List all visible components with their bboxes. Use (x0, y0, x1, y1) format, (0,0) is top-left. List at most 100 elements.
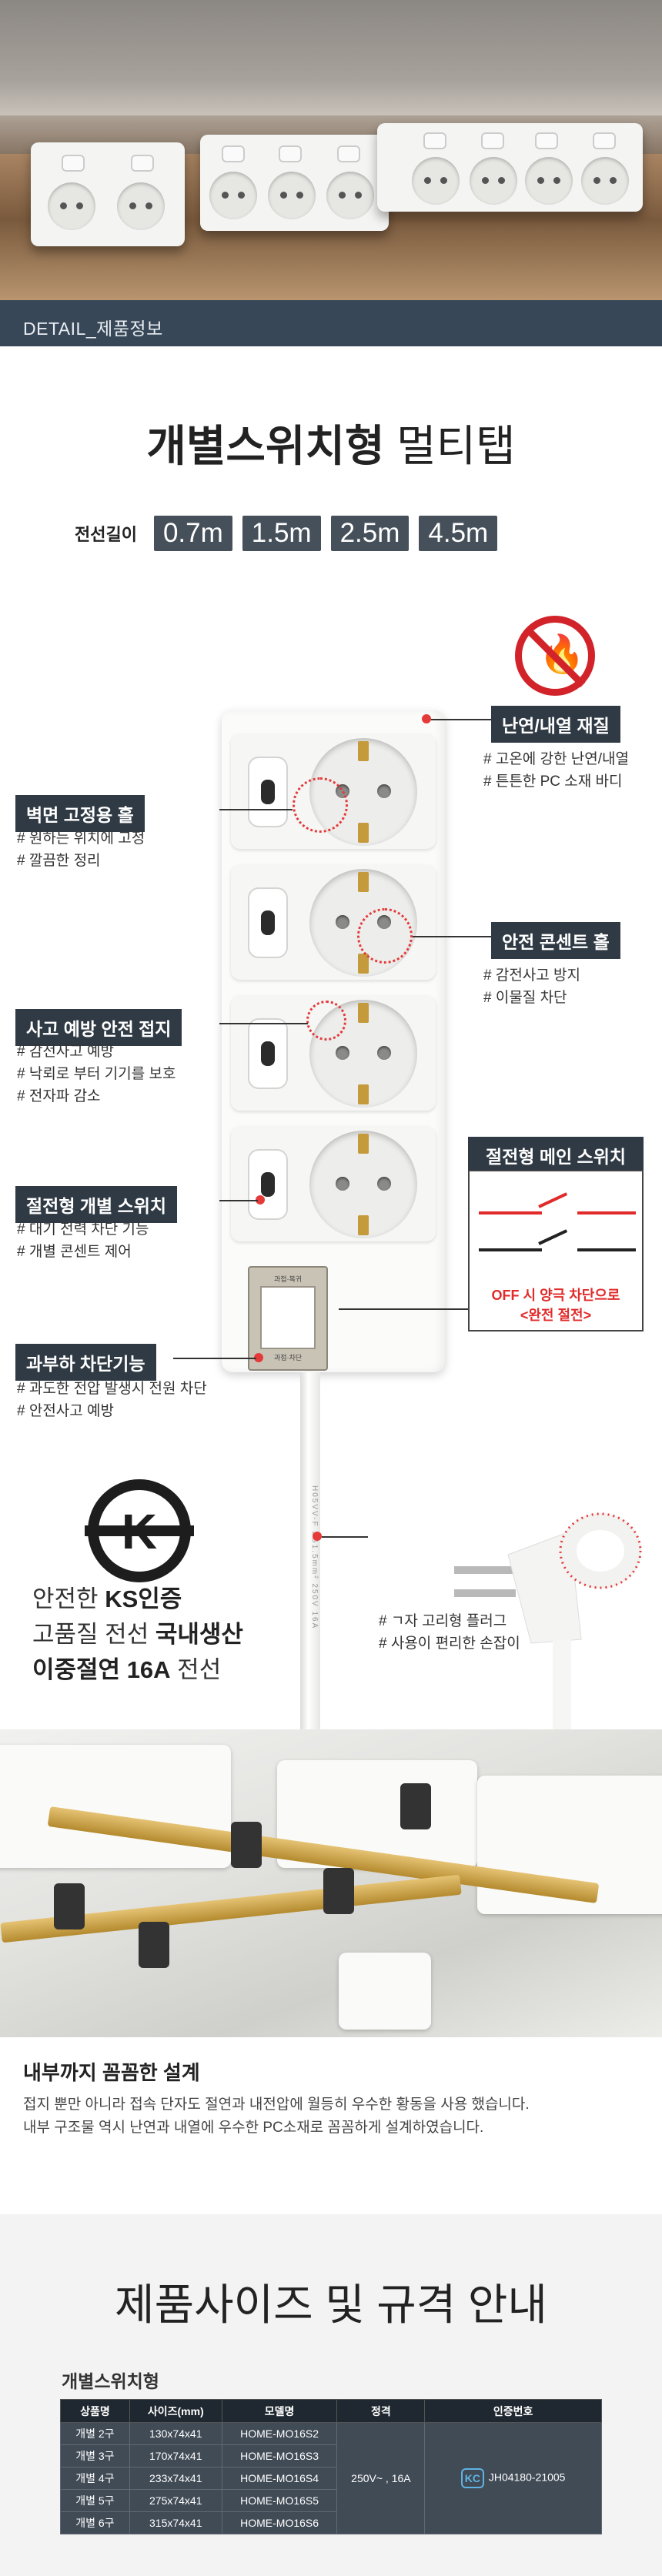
table-cell: 170x74x41 (129, 2444, 222, 2467)
main-switch-label-top: 과접·복귀 (273, 1275, 303, 1283)
product-title-normal: 멀티탭 (396, 422, 516, 470)
main-switch-label-bottom: 과접·차단 (273, 1354, 303, 1362)
table-cell: HOME-MO16S6 (221, 2511, 338, 2534)
socket (309, 1131, 417, 1238)
table-row: 개별 2구 130x74x41 HOME-MO16S2 250V~ , 16A … (60, 2422, 602, 2534)
table-cell: 개별 5구 (60, 2489, 130, 2512)
table-cell: 233x74x41 (129, 2467, 222, 2490)
table-row: 개별 6구 315x74x41 HOME-MO16S6 (60, 2511, 602, 2534)
product-title: 개별스위치형 멀티탭 (0, 412, 662, 474)
callout-dot (256, 1195, 265, 1204)
table-header: 인증번호 (424, 2399, 602, 2423)
feature-title-flame: 난연/내열 재질 (491, 706, 620, 743)
table-row: 개별 4구 233x74x41 HOME-MO16S4 (60, 2467, 602, 2490)
cert-number: JH04180-21005 (488, 2471, 566, 2484)
table-cell: HOME-MO16S2 (221, 2422, 338, 2445)
no-fire-icon: 🔥 (515, 616, 595, 696)
detail-bar-label: DETAIL_제품정보 (23, 319, 163, 339)
hero-product-photo (0, 0, 662, 300)
cord-length-chip: 0.7m (153, 516, 232, 551)
hero-tap-2 (31, 142, 185, 246)
rating-cell: 250V~ , 16A (336, 2422, 426, 2534)
feature-bullets-safety-ground: # 감전사고 예방 # 낙뢰로 부터 기기를 보호 # 전자파 감소 (17, 1044, 176, 1104)
callout-line (219, 1023, 308, 1024)
individual-switch (248, 757, 288, 827)
callout-line (322, 1536, 368, 1538)
power-cord (300, 1372, 320, 1742)
table-header-row: 상품명 사이즈(mm) 모델명 정격 인증번호 (60, 2399, 602, 2423)
feature-bullets-flame: # 고온에 강한 난연/내열 # 튼튼한 PC 소재 바디 (483, 751, 630, 790)
ks-description: 안전한 KS인증 고품질 전선 국내생산 이중절연 16A 전선 (32, 1585, 243, 1683)
callout-line (413, 936, 491, 937)
individual-switch (248, 887, 288, 958)
individual-switch (248, 1149, 288, 1220)
table-cell: 개별 3구 (60, 2444, 130, 2467)
callout-ring (357, 908, 413, 964)
main-switch-diagram: OFF 시 양극 차단으로 <완전 절전> (468, 1170, 644, 1331)
ks-mark-letter: K (122, 1504, 157, 1559)
cert-cell: KC JH04180-21005 (424, 2422, 602, 2534)
table-header: 정격 (336, 2399, 426, 2423)
kc-mark-icon: KC (460, 2468, 484, 2488)
spec-table: 상품명 사이즈(mm) 모델명 정격 인증번호 개별 2구 130x74x41 … (60, 2399, 602, 2534)
callout-line (431, 719, 491, 720)
feature-title-individual-switch: 절전형 개별 스위치 (15, 1186, 178, 1223)
table-header: 상품명 (60, 2399, 130, 2423)
callout-line (219, 1200, 258, 1201)
cord-print: H05VV-F 3G1.5mm² 250V 16A (310, 1485, 319, 1630)
table-cell: 275x74x41 (129, 2489, 222, 2512)
sofa-background (0, 0, 662, 115)
main-switch: 과접·복귀 과접·차단 (248, 1266, 328, 1371)
table-header: 사이즈(mm) (129, 2399, 222, 2423)
internal-description: 접지 뿐만 아니라 접속 단자도 절연과 내전압에 월등히 우수한 황동을 사용… (23, 2097, 530, 2136)
table-cell: 개별 2구 (60, 2422, 130, 2445)
table-cell: 개별 4구 (60, 2467, 130, 2490)
outlet-unit (231, 733, 436, 849)
cord-length-chip: 2.5m (330, 516, 410, 551)
table-cell: HOME-MO16S5 (221, 2489, 338, 2512)
table-cell: HOME-MO16S4 (221, 2467, 338, 2490)
internal-structure-photo (0, 1729, 662, 2037)
cord-length-chip: 1.5m (242, 516, 321, 551)
ks-mark-icon: K (85, 1479, 194, 1582)
hero-tap-4 (377, 123, 643, 212)
internal-title: 내부까지 꼼꼼한 설계 (23, 2061, 200, 2084)
spec-title: 제품사이즈 및 규격 안내 (115, 2280, 547, 2329)
callout-line (219, 809, 293, 810)
outlet-unit (231, 1126, 436, 1241)
callout-dot (254, 1353, 263, 1362)
feature-title-wall-hole: 벽면 고정용 홀 (15, 795, 145, 832)
callout-ring (293, 777, 348, 833)
cord-length-options: 전선길이 0.7m 1.5m 2.5m 4.5m (75, 516, 507, 551)
feature-bullets-safety-outlet: # 감전사고 방지 # 이물질 차단 (483, 967, 581, 1006)
cord-length-label: 전선길이 (75, 525, 137, 544)
feature-title-safety-ground: 사고 예방 안전 접지 (15, 1009, 182, 1046)
plug-illustration (454, 1512, 642, 1739)
detail-bar: DETAIL_제품정보 (0, 300, 662, 346)
callout-dot (313, 1532, 322, 1541)
feature-bullets-individual-switch: # 대기 전력 차단 기능 # 개별 콘센트 제어 (17, 1221, 149, 1260)
table-cell: HOME-MO16S3 (221, 2444, 338, 2467)
table-cell: 315x74x41 (129, 2511, 222, 2534)
table-header: 모델명 (221, 2399, 338, 2423)
product-title-bold: 개별스위치형 (146, 422, 385, 470)
feature-title-overload: 과부하 차단기능 (15, 1344, 156, 1381)
table-row: 개별 3구 170x74x41 HOME-MO16S3 (60, 2444, 602, 2467)
plug-bullets: # ㄱ자 고리형 플러그 # 사용이 편리한 손잡이 (379, 1613, 520, 1652)
main-switch-note: OFF 시 양극 차단으로 <완전 절전> (491, 1288, 620, 1323)
feature-title-safety-outlet: 안전 콘센트 홀 (491, 922, 620, 959)
callout-dot (422, 714, 431, 723)
main-switch-title: 절전형 메인 스위치 (468, 1137, 644, 1174)
table-row: 개별 5구 275x74x41 HOME-MO16S5 (60, 2489, 602, 2512)
callout-line (339, 1308, 468, 1310)
feature-bullets-wall-hole: # 원하는 위치에 고정 # 깔끔한 정리 (17, 830, 145, 869)
table-cell: 130x74x41 (129, 2422, 222, 2445)
callout-line (173, 1358, 256, 1359)
individual-switch (248, 1018, 288, 1089)
hero-tap-3 (200, 135, 389, 231)
spec-subtitle: 개별스위치형 (62, 2371, 159, 2391)
table-cell: 개별 6구 (60, 2511, 130, 2534)
cord-length-chip: 4.5m (419, 516, 498, 551)
callout-ring (306, 1001, 346, 1041)
feature-bullets-overload: # 과도한 전압 발생시 전원 차단 # 안전사고 예방 (17, 1381, 207, 1419)
